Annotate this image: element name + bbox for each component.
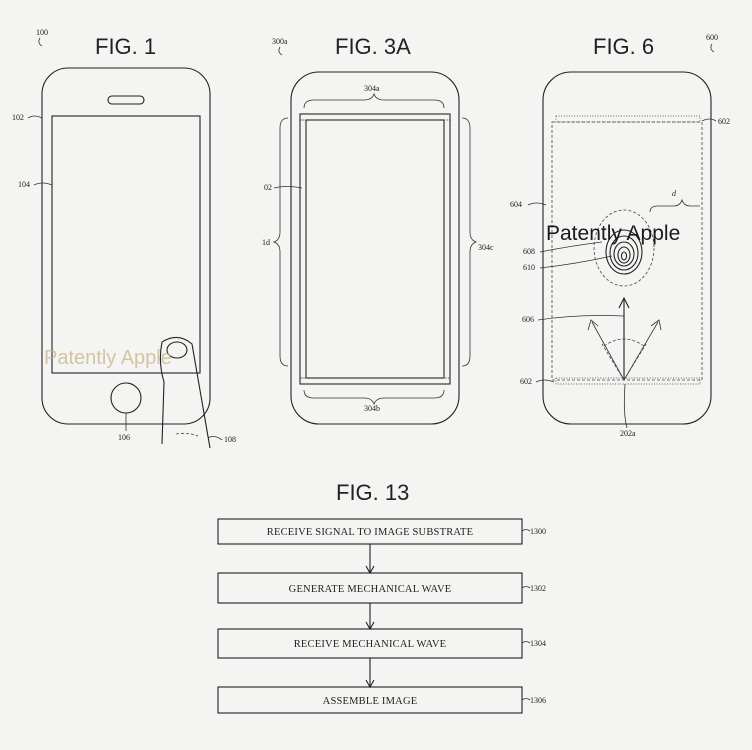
fig6-ref-202a-leader [623,383,628,429]
flow-step-1: RECEIVE SIGNAL TO IMAGE SUBSTRATE 1300 [217,518,546,545]
fig1-ref-102-leader [27,115,43,119]
fig3a-display-area [305,119,445,379]
fig6-ref-d: d [672,189,677,198]
fig6-wave-arrowhead-left [587,319,599,331]
fig1-display [51,115,201,374]
fig3a-brace-top [303,92,445,109]
fig6-ref-606: 606 [522,315,534,324]
fig6-ref-610: 610 [523,263,535,272]
fig1-ref-104: 104 [18,180,30,189]
fig3a-transducer-left [299,119,307,379]
fig1-speaker-slot [107,95,145,105]
fig6-wave-arrowhead-right [650,319,662,331]
fig6-transducer-bottom [555,377,701,385]
fig6-ref-604-leader [527,202,547,206]
fig6-ref-610-leader [539,255,613,269]
fig3a-ref-304b: 304b [364,404,380,413]
fig6-ref-608-leader [539,241,603,253]
flow-step-ref-leader [521,586,531,589]
figure-3a: FIG. 3A 300a 304a 304b 304c 1d 02 [262,34,494,425]
fig6-label: FIG. 6 [593,34,654,59]
fig6-watermark: Patently Apple [546,222,680,245]
fig1-ref-108: 108 [224,435,236,444]
figure-1: FIG. 1 100 102 104 106 108 Patently Appl… [12,28,236,449]
flow-step-4: ASSEMBLE IMAGE 1306 [217,686,546,714]
fig6-touch-region [593,209,655,287]
fig6-wave-arrow-left [591,321,625,381]
fig1-phone-body [41,67,211,425]
fig3a-brace-left [272,117,289,367]
flow-step-ref: 1300 [530,527,546,536]
fig3a-label: FIG. 3A [335,34,411,59]
flow-step-3: RECEIVE MECHANICAL WAVE 1304 [217,628,546,659]
fig3a-transducer-right [443,119,451,379]
fig3a-ref-304c: 304c [478,243,494,252]
fingerprint-icon [605,229,643,275]
flow-step-ref-leader [521,529,531,532]
fig3a-transducer-top [299,113,451,121]
flow-step-text: RECEIVE MECHANICAL WAVE [294,639,447,650]
flow-step-ref: 1302 [530,584,546,593]
fig1-ref-108-leader [207,436,223,441]
fig1-ref-102: 102 [12,113,24,122]
fig3a-substrate [299,113,451,385]
fig3a-ref-300a-leader [278,46,283,56]
fig3a-ref-02-leader [273,186,303,189]
fig6-ref-604: 604 [510,200,522,209]
fig13-label: FIG. 13 [336,480,409,505]
flow-step-text: GENERATE MECHANICAL WAVE [289,584,452,595]
fig6-display-area [551,121,703,381]
figure-13-flowchart: FIG. 13 RECEIVE SIGNAL TO IMAGE SUBSTRAT… [217,480,546,714]
fig6-ref-608: 608 [523,247,535,256]
fig1-ref-100-leader [38,37,43,47]
fig1-finger-outline [159,336,211,449]
fig6-ref-202a: 202a [620,429,636,438]
fig6-wave-arrowhead-vertical [618,296,630,309]
fig3a-brace-right [461,117,478,367]
fig1-ref-104-leader [33,182,53,186]
fig6-ref-602-top-leader [701,118,717,122]
fig6-ref-602-bottom: 602 [520,377,532,386]
fig1-watermark: Patently Apple [44,347,172,369]
fig1-ref-100: 100 [36,28,48,37]
fig3a-phone-body [290,71,460,425]
flow-step-ref-leader [521,641,531,644]
fig6-dimension-d [649,198,700,213]
flow-step-ref-leader [521,698,531,701]
fig6-transducer-top [555,115,701,123]
flow-step-2: GENERATE MECHANICAL WAVE 1302 [217,572,546,604]
flow-step-ref: 1304 [530,639,546,648]
fig1-home-button [110,382,142,414]
fig6-wave-dashed-rays [601,343,647,381]
fig6-phone-body [542,71,712,425]
flow-step-ref: 1306 [530,696,546,705]
fig6-ref-602-bottom-leader [535,379,555,383]
flow-step-text: ASSEMBLE IMAGE [323,696,418,707]
flow-step-text: RECEIVE SIGNAL TO IMAGE SUBSTRATE [267,527,474,538]
fig1-label: FIG. 1 [95,34,156,59]
fig6-ref-606-leader [537,315,625,321]
fig3a-ref-02: 02 [264,183,272,192]
fig1-finger-crease [175,432,199,437]
fig6-ref-602-top: 602 [718,117,730,126]
fig3a-transducer-bottom [299,377,451,385]
figure-6: FIG. 6 600 d 602 602 604 [510,33,730,438]
fig6-ref-600-leader [710,43,715,53]
fig6-wave-angle-arc [603,338,645,347]
fig6-ref-600: 600 [706,33,718,42]
fig1-ref-106: 106 [118,433,130,442]
fig1-fingernail [166,341,188,359]
fig3a-ref-1d: 1d [262,238,270,247]
fig3a-ref-304a: 304a [364,84,380,93]
fig3a-ref-300a: 300a [272,37,288,46]
fig3a-brace-bottom [303,389,445,406]
